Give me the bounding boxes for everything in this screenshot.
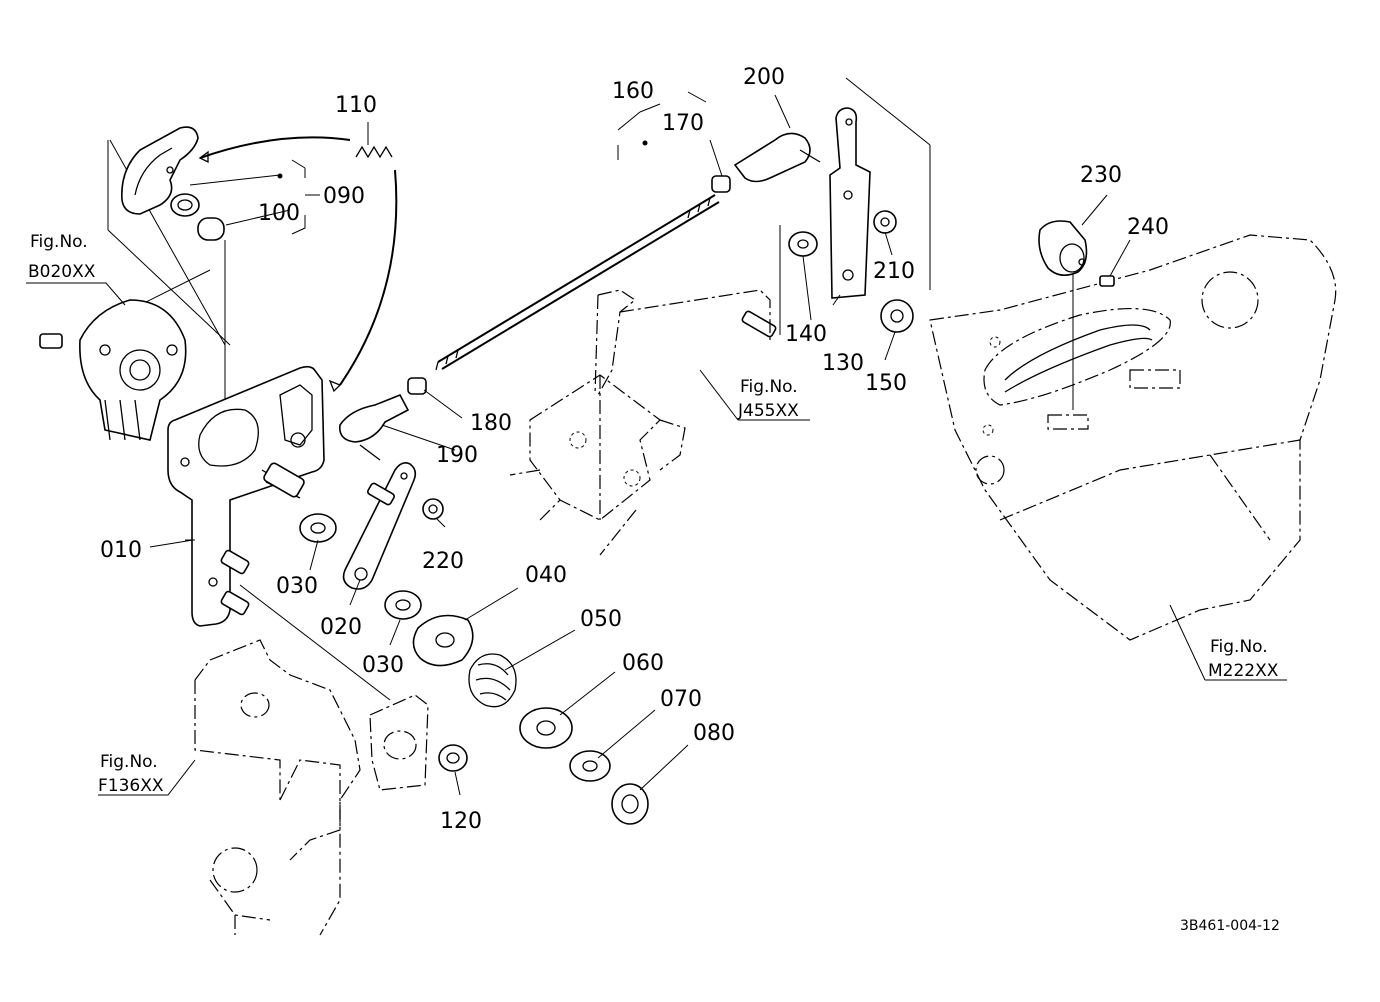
figure-reference-f136: Fig.No. F136XX [98,752,164,796]
callout-180: 180 [470,411,512,436]
spring-110 [198,136,398,393]
lever-130 [741,107,914,338]
frame-f136 [194,639,429,936]
figure-reference-f136-code: F136XX [98,776,164,796]
callout-220: 220 [422,549,464,574]
callout-020: 020 [320,615,362,640]
switch-assembly [39,299,187,441]
figure-reference-b020-prefix: Fig.No. [30,232,88,252]
group-brackets [277,91,707,235]
callout-010: 010 [100,538,142,563]
figure-reference-j455: Fig.No. J455XX [737,377,799,421]
callout-090: 090 [323,184,365,209]
part-callouts: 010 020 030 030 040 050 060 070 080 090 … [100,65,1169,834]
callout-110: 110 [335,93,377,118]
callout-080: 080 [693,721,735,746]
callout-200: 200 [743,65,785,90]
figure-reference-b020: Fig.No. B020XX [28,232,96,282]
callout-230: 230 [1080,163,1122,188]
control-rod [338,132,821,461]
mounting-plate-010 [167,365,325,627]
detent-lever [121,126,225,241]
callout-210: 210 [873,259,915,284]
figref-underlines [26,282,1287,796]
knob-230 [1038,220,1115,287]
callout-040: 040 [525,563,567,588]
drawing-id: 3B461-004-12 [1180,918,1280,934]
callout-100: 100 [258,201,300,226]
callout-160: 160 [612,79,654,104]
callout-150: 150 [865,371,907,396]
callout-190: 190 [436,443,478,468]
callout-050: 050 [580,607,622,632]
figure-reference-f136-prefix: Fig.No. [100,752,158,772]
figure-reference-b020-code: B020XX [28,262,96,282]
callout-140: 140 [785,322,827,347]
shaft-stack [299,498,649,825]
callout-030-a: 030 [276,574,318,599]
housing-m222 [929,234,1337,641]
callout-240: 240 [1127,215,1169,240]
callout-130: 130 [822,351,864,376]
arm-020 [342,462,417,590]
callout-070: 070 [660,687,702,712]
leader-lines [149,94,1131,796]
figure-reference-m222: Fig.No. M222XX [1208,637,1279,681]
frame-j455 [509,289,771,556]
figure-reference-m222-code: M222XX [1208,661,1279,681]
callout-030-b: 030 [362,653,404,678]
figure-reference-j455-code: J455XX [737,401,799,421]
figure-reference-j455-prefix: Fig.No. [740,377,798,397]
callout-120: 120 [440,809,482,834]
callout-060: 060 [622,651,664,676]
figure-reference-m222-prefix: Fig.No. [1210,637,1268,657]
callout-170: 170 [662,111,704,136]
